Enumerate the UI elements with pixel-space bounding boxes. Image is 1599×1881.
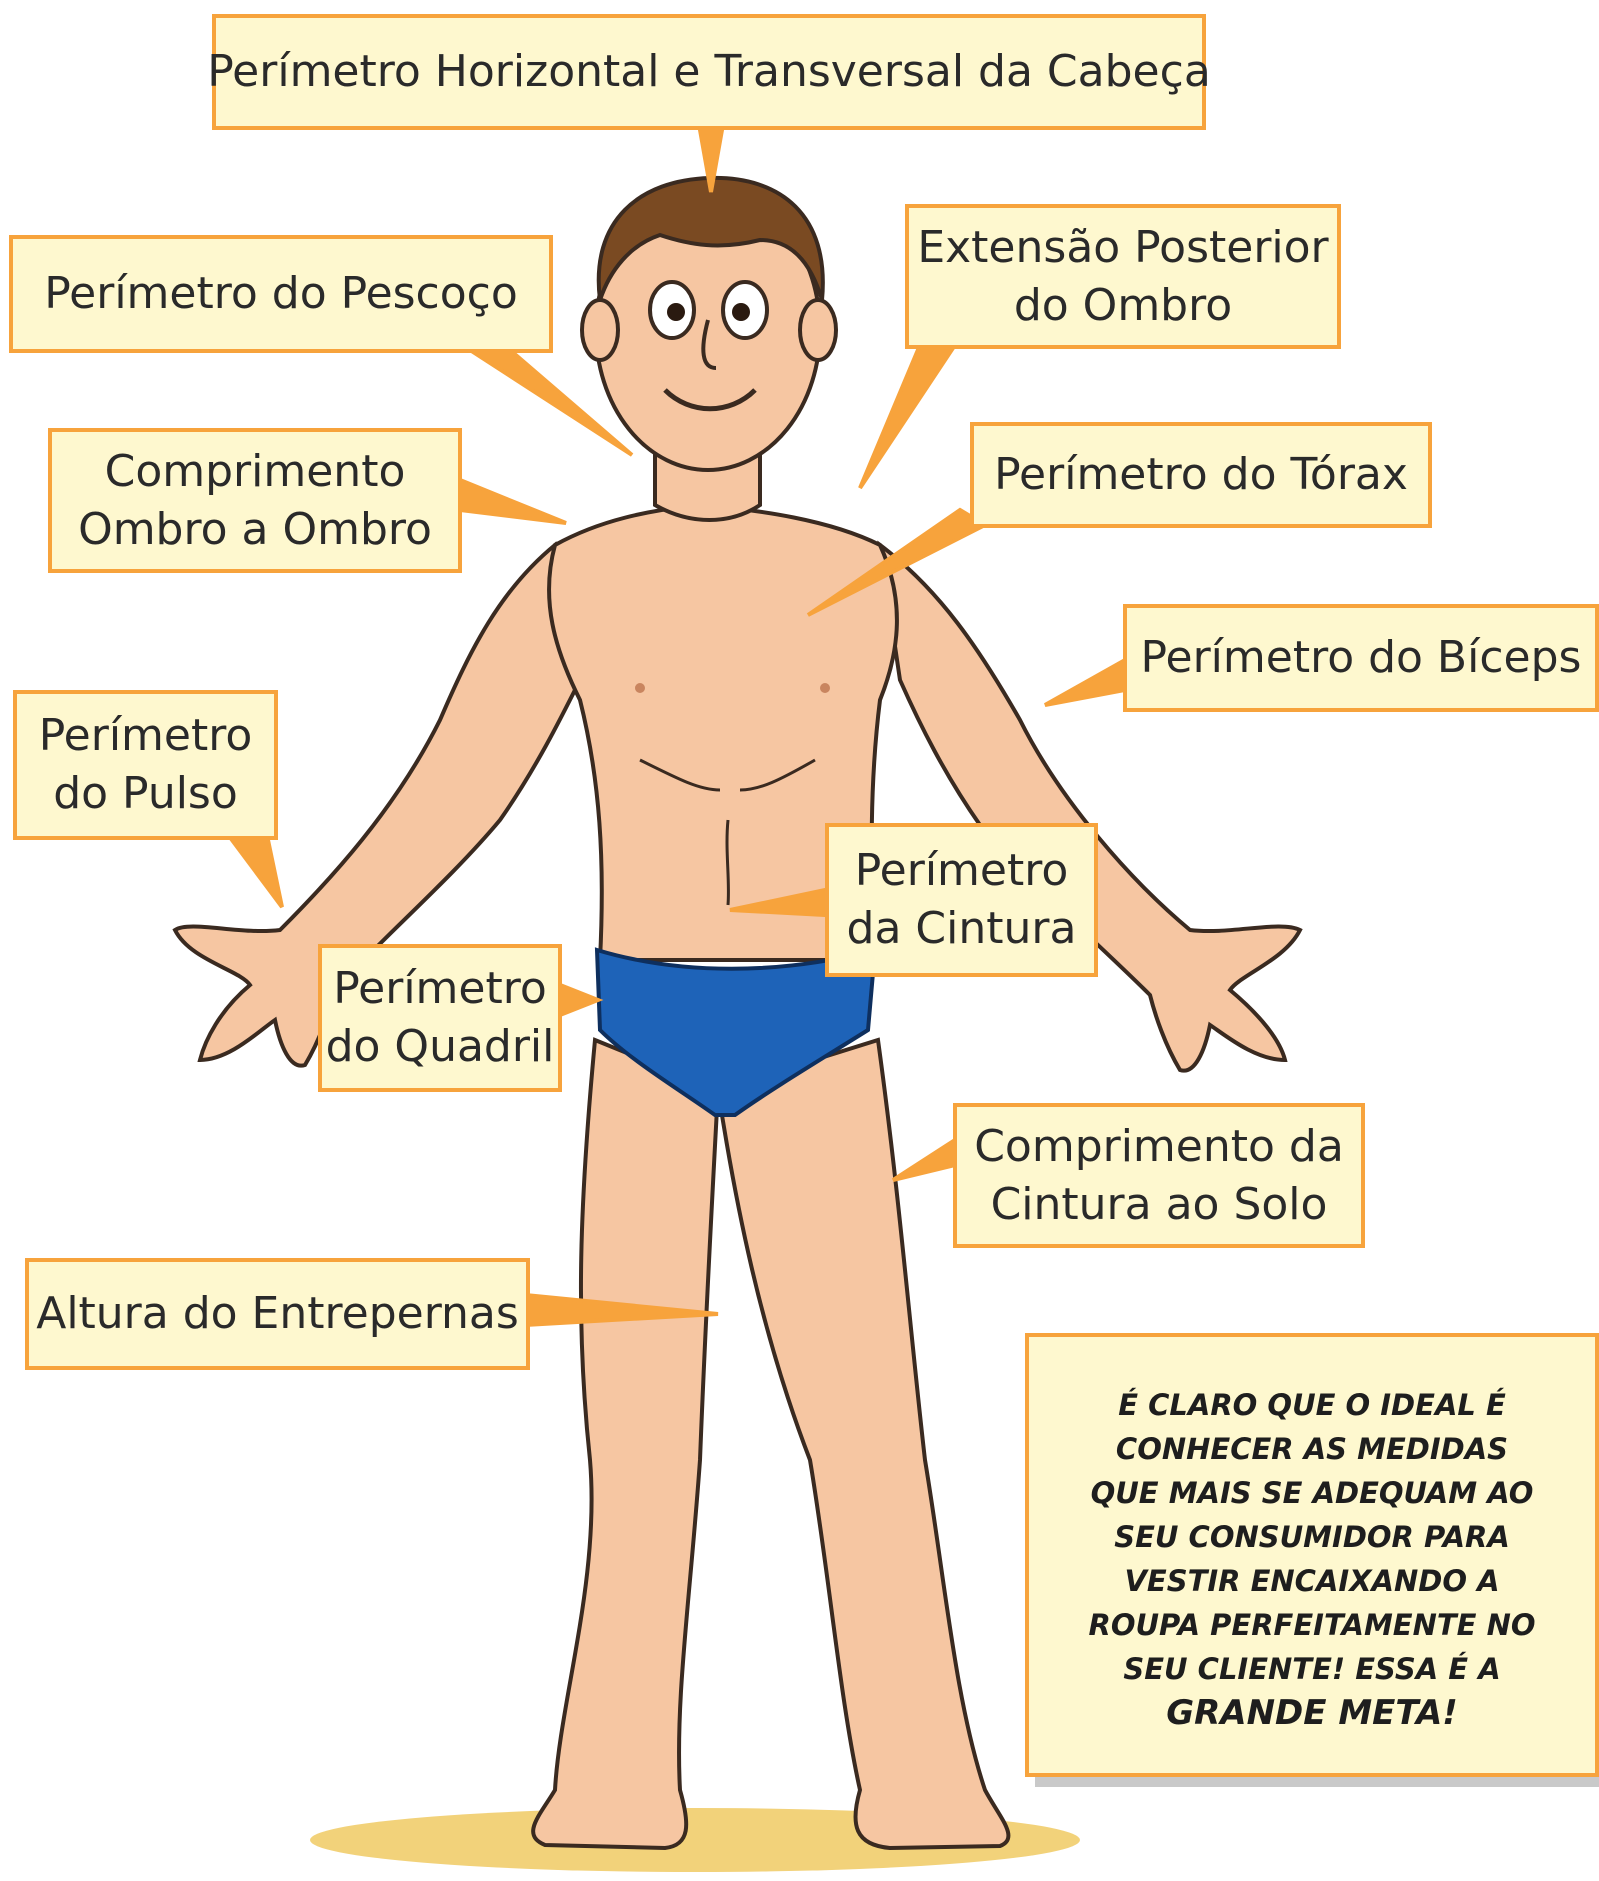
left-leg — [531, 1037, 721, 1851]
right-leg — [715, 1037, 1011, 1851]
label-posterior-shoulder-extension: Extensão Posterior do Ombro — [905, 204, 1341, 349]
label-shoulder-to-shoulder-length: Comprimento Ombro a Ombro — [48, 428, 462, 573]
speech-note: É CLARO QUE O IDEAL É CONHECER AS MEDIDA… — [1025, 1333, 1599, 1777]
swim-briefs — [594, 947, 878, 1117]
smile — [663, 388, 757, 412]
left-arm — [172, 541, 583, 1068]
label-biceps-perimeter: Perímetro do Bíceps — [1123, 604, 1599, 712]
note-emphasis: GRANDE META! — [1166, 1693, 1458, 1733]
note-line: SEU CONSUMIDOR PARA — [1114, 1520, 1510, 1554]
leader-lines — [228, 128, 1127, 1328]
label-chest-perimeter: Perímetro do Tórax — [970, 422, 1432, 528]
note-line: SEU CLIENTE! ESSA É A — [1123, 1652, 1501, 1686]
note-line: É CLARO QUE O IDEAL É — [1118, 1388, 1506, 1422]
note-line: QUE MAIS SE ADEQUAM AO — [1090, 1476, 1534, 1510]
label-waist-perimeter: Perímetro da Cintura — [825, 823, 1098, 977]
label-neck-perimeter: Perímetro do Pescoço — [9, 235, 553, 353]
label-wrist-perimeter: Perímetro do Pulso — [13, 690, 278, 840]
right-ear — [798, 298, 838, 362]
label-inseam-height: Altura do Entrepernas — [25, 1258, 530, 1370]
note-line: CONHECER AS MEDIDAS — [1115, 1432, 1509, 1466]
label-head-perimeter: Perímetro Horizontal e Transversal da Ca… — [207, 14, 1211, 130]
note-line: VESTIR ENCAIXANDO A — [1124, 1564, 1500, 1598]
hair — [596, 175, 825, 301]
label-hip-perimeter: Perímetro do Quadril — [318, 944, 562, 1092]
left-ear — [580, 298, 620, 362]
label-waist-to-floor-length: Comprimento da Cintura ao Solo — [953, 1103, 1365, 1248]
note-line: ROUPA PERFEITAMENTE NO — [1088, 1608, 1536, 1642]
